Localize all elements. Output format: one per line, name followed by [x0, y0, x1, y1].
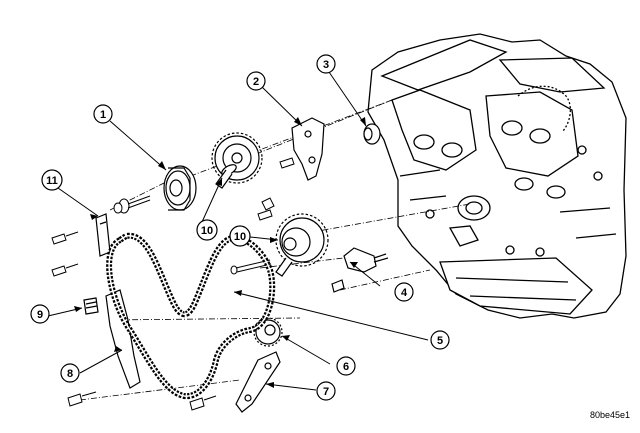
callout-number: 8	[67, 368, 73, 380]
loose-bolts	[51, 231, 217, 411]
engine-block	[367, 33, 627, 319]
callout-number: 7	[323, 386, 329, 398]
callout-number: 10	[201, 225, 213, 237]
tensioner-arm-upper	[95, 213, 111, 257]
callout-number: 10	[234, 231, 246, 243]
callout-number: 2	[253, 76, 259, 88]
sprocket-bolt	[113, 195, 151, 214]
callout-number: 9	[37, 309, 43, 321]
callout-9: 9	[30, 304, 50, 324]
callout-number: 3	[323, 59, 329, 71]
callout-5: 5	[430, 330, 450, 350]
callout-10-upper: 10	[196, 219, 218, 241]
callout-number: 5	[437, 335, 443, 347]
figure-id: 80be45e1	[589, 410, 630, 420]
callout-2: 2	[246, 71, 266, 91]
callout-6: 6	[336, 356, 356, 376]
callout-10-lower: 10	[229, 225, 251, 247]
tensioner-arm	[105, 289, 141, 389]
idler-gear-upper	[211, 132, 263, 189]
callout-number: 11	[46, 175, 58, 187]
bolts-upper	[257, 157, 295, 221]
callout-number: 1	[100, 109, 106, 121]
callout-number: 4	[401, 287, 408, 299]
callout-number: 6	[343, 361, 349, 373]
timing-chain	[106, 232, 276, 400]
callout-1: 1	[93, 104, 113, 124]
seal	[363, 123, 381, 145]
leader-lines	[47, 71, 429, 391]
leader-arrows	[74, 117, 366, 388]
camshaft-sprocket-left	[163, 165, 197, 211]
chain-guide-upper	[291, 117, 325, 181]
idler-gear-lower	[275, 213, 329, 277]
chain-guide-lower	[235, 351, 281, 413]
callout-4: 4	[394, 282, 414, 302]
chain-tensioner	[83, 297, 99, 315]
callout-7: 7	[316, 381, 336, 401]
callout-3: 3	[316, 54, 336, 74]
callout-11: 11	[41, 169, 63, 191]
callout-8: 8	[60, 363, 80, 383]
camshaft-position-sensor	[331, 247, 389, 293]
